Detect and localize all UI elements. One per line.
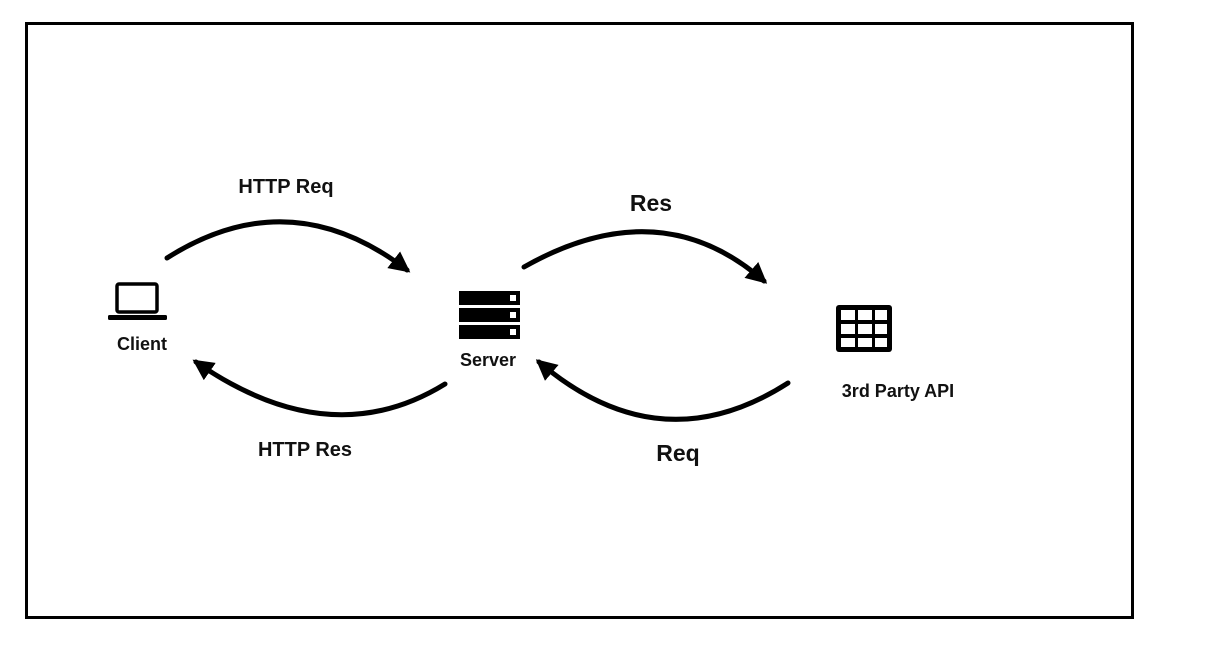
res-label: Res bbox=[630, 190, 672, 216]
api-node: 3rd Party API bbox=[836, 305, 954, 401]
client-label: Client bbox=[117, 334, 167, 354]
edge-res: Res bbox=[521, 190, 768, 284]
res-arrow bbox=[521, 229, 768, 284]
edge-http-res: HTTP Res bbox=[192, 359, 448, 461]
api-label: 3rd Party API bbox=[842, 381, 954, 401]
edge-http-req: HTTP Req bbox=[164, 176, 411, 273]
server-icon bbox=[459, 291, 520, 339]
edge-req: Req bbox=[535, 359, 791, 466]
req-label: Req bbox=[656, 440, 699, 466]
http-req-label: HTTP Req bbox=[238, 176, 333, 198]
server-node: Server bbox=[459, 291, 520, 370]
server-label: Server bbox=[460, 350, 516, 370]
client-node: Client bbox=[108, 282, 167, 354]
table-grid-icon bbox=[836, 305, 892, 352]
diagram-frame bbox=[25, 22, 1134, 619]
http-res-label: HTTP Res bbox=[258, 439, 352, 461]
http-res-arrow bbox=[192, 359, 448, 418]
req-arrow bbox=[535, 359, 791, 422]
http-req-arrow bbox=[164, 219, 411, 273]
laptop-icon bbox=[108, 282, 167, 320]
